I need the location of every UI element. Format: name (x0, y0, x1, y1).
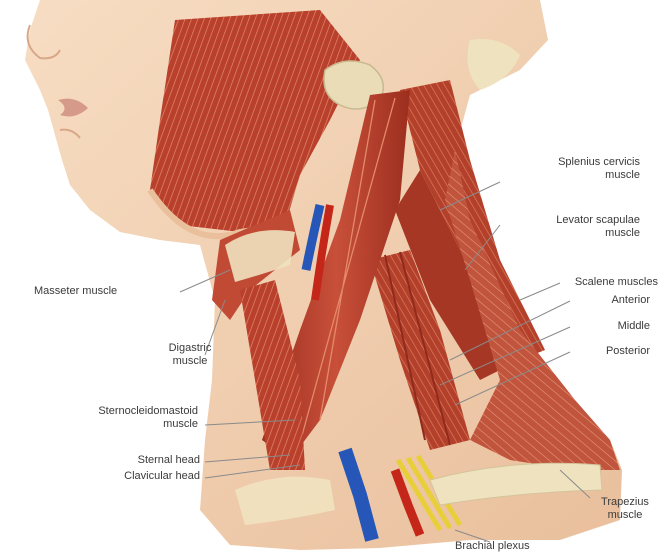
label-levator-scapulae: Levator scapulae muscle (500, 214, 640, 240)
label-scalene-posterior: Posterior (560, 345, 650, 358)
label-sternocleidomastoid: Sternocleidomastoid muscle (48, 405, 198, 431)
label-trapezius: Trapezius muscle (586, 496, 664, 522)
label-digastric: Digastric muscle (140, 342, 240, 368)
label-splenius-cervicis: Splenius cervicis muscle (500, 156, 640, 182)
label-clavicular-head: Clavicular head (60, 470, 200, 483)
label-sternal-head: Sternal head (60, 454, 200, 467)
label-masseter-muscle: Masseter muscle (34, 285, 117, 298)
label-scalene-anterior: Anterior (560, 294, 650, 307)
label-scalene-middle: Middle (560, 320, 650, 333)
label-scalene-muscles: Scalene muscles (520, 276, 658, 289)
label-brachial-plexus: Brachial plexus (455, 540, 530, 553)
